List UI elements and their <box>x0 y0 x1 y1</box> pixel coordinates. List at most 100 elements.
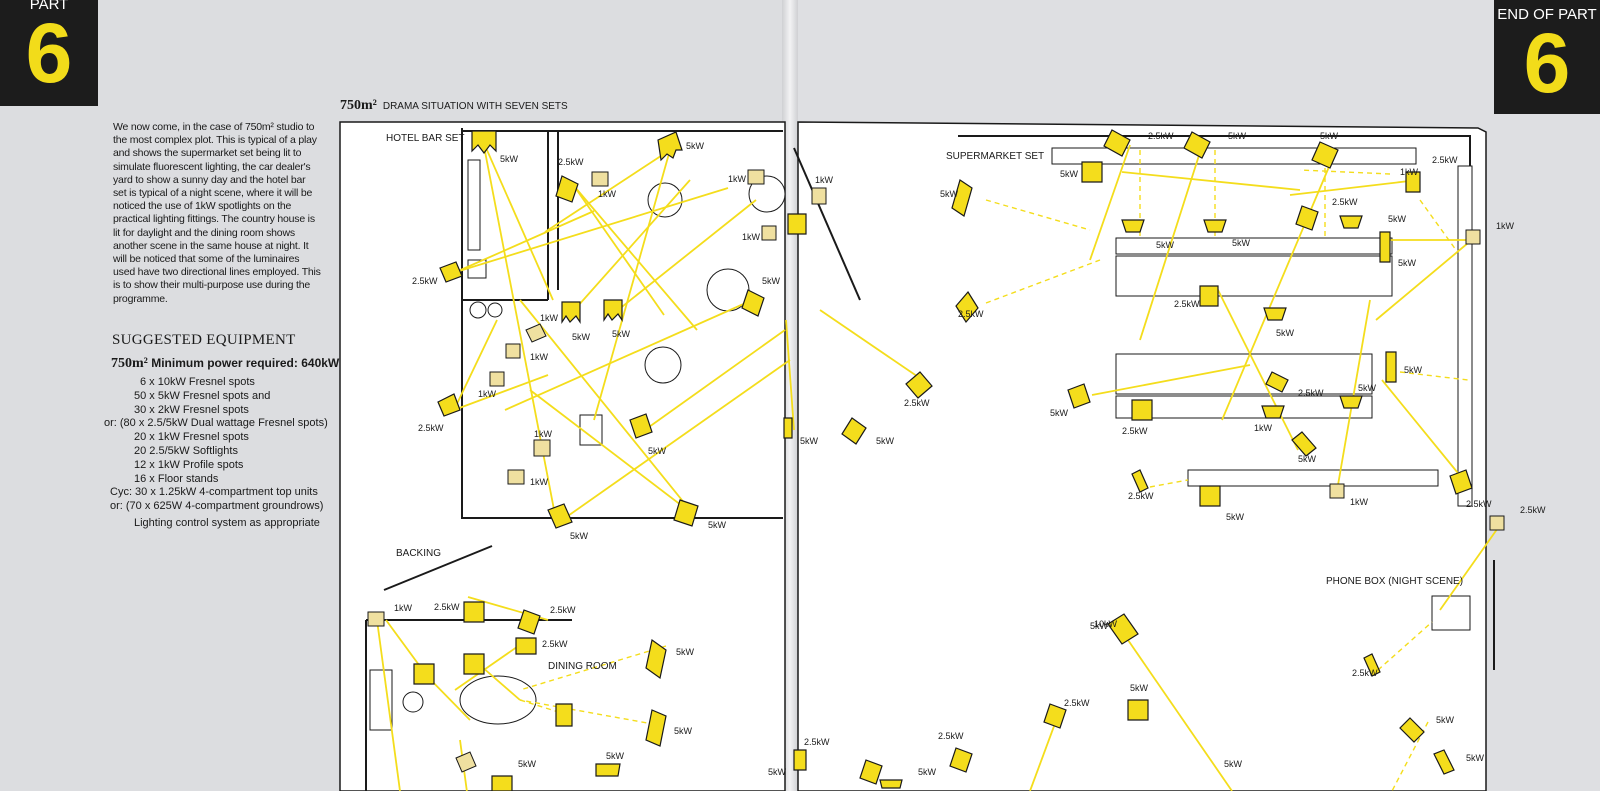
lamp-5kw <box>1385 351 1397 383</box>
lamp-2-5kw <box>1405 171 1421 193</box>
lamp-label: 2.5kW <box>1520 505 1546 515</box>
lamp-5kw <box>1339 215 1363 229</box>
lamp-label: 5kW <box>708 520 727 530</box>
lamp-label: 2.5kW <box>412 276 438 286</box>
lamp-label: 5kW <box>500 154 519 164</box>
lamp-5kw <box>1339 395 1363 409</box>
lamp-2-5kw <box>905 371 933 399</box>
lamp-label: 1kW <box>478 389 497 399</box>
part-label: PART <box>29 0 69 13</box>
diagram-area: 750m² <box>340 98 377 113</box>
lamp-5kw <box>1379 231 1391 263</box>
lamp-label: 2.5kW <box>1332 197 1358 207</box>
book-gutter <box>782 0 798 791</box>
lamp-label: 5kW <box>1156 240 1175 250</box>
lamp-2-5kw <box>517 609 541 635</box>
lamp-5kw <box>787 213 807 235</box>
lamp-label: 2.5kW <box>1128 491 1154 501</box>
equipment-item: 50 x 5kW Fresnel spots and <box>134 389 271 402</box>
lamp-label: 1kW <box>742 232 761 242</box>
lamp-5kw <box>471 130 497 154</box>
lamp-2-5kw <box>555 175 579 203</box>
lamp-label: 5kW <box>1090 621 1109 631</box>
lamp-10kw <box>1107 613 1139 645</box>
lamp-label: 5kW <box>572 332 591 342</box>
equipment-item: Cyc: 30 x 1.25kW 4-compartment top units <box>110 486 318 499</box>
lamp-1kw <box>591 171 609 187</box>
lamp-1kw <box>761 225 777 241</box>
part-number: 6 <box>25 6 73 100</box>
lamp-5kw <box>1291 431 1317 457</box>
lamp-label: 2.5kW <box>1064 698 1090 708</box>
lamp-1kw <box>1465 229 1481 245</box>
lamp-2-5kw <box>515 637 537 655</box>
lamp-label: 5kW <box>1060 169 1079 179</box>
lamp-label: 5kW <box>676 647 695 657</box>
equipment-item: 12 x 1kW Profile spots <box>134 458 244 471</box>
lamp-label: 5kW <box>762 276 781 286</box>
lamp-label: 5kW <box>1388 214 1407 224</box>
lamp-label: 2.5kW <box>904 398 930 408</box>
lamp-5kw <box>547 503 573 529</box>
lamp-label: 5kW <box>1226 512 1245 522</box>
lamp-5kw <box>955 290 979 324</box>
lamp-5kw <box>1121 219 1145 233</box>
lamp-5kw <box>1183 131 1211 159</box>
lamp-1kw <box>489 371 505 387</box>
lamp-label: 5kW <box>1466 753 1485 763</box>
lamp-5kw <box>1131 399 1153 421</box>
lamp-5kw <box>1067 383 1091 409</box>
equipment-item: 6 x 10kW Fresnel spots <box>140 376 255 388</box>
lamp-5kw <box>1263 307 1287 321</box>
set-label-hotel-bar: HOTEL BAR SET <box>386 133 465 144</box>
lamp-label: 5kW <box>1398 258 1417 268</box>
lamp-1kw <box>1329 483 1345 499</box>
lamp-5kw <box>629 413 653 439</box>
lamp-1kw <box>533 439 551 457</box>
lamp-2-5kw <box>1295 205 1319 231</box>
lamp-5kw <box>491 775 513 791</box>
equipment-item: Lighting control system as appropriate <box>134 516 320 529</box>
hotel-bar-walls <box>461 128 786 519</box>
set-label-dining-room: DINING ROOM <box>548 661 617 672</box>
lamp-label: 5kW <box>768 767 787 777</box>
lamp-label: 2.5kW <box>1148 131 1174 141</box>
lamp-label: 5kW <box>1436 715 1455 725</box>
lamp-2-5kw <box>463 653 485 675</box>
lamp-label: 5kW <box>1404 365 1423 375</box>
lamp-2-5kw <box>1265 371 1289 393</box>
lamp-label: 1kW <box>1350 497 1369 507</box>
lamp-label: 5kW <box>800 436 819 446</box>
lamp-label: 5kW <box>1298 454 1317 464</box>
lamp-1kw <box>505 343 521 359</box>
lamp-5kw <box>673 499 699 527</box>
lamp-label: 1kW <box>534 429 553 439</box>
lamp-label: 5kW <box>876 436 895 446</box>
lamp-label: 2.5kW <box>542 639 568 649</box>
equipment-heading: SUGGESTED EQUIPMENT <box>112 332 296 348</box>
lamp-label: 1kW <box>1400 167 1419 177</box>
lamp-label: 2.5kW <box>1298 388 1324 398</box>
lamp-5kw <box>1399 717 1425 743</box>
lamp-1kw <box>507 469 525 485</box>
diagram-title: DRAMA SITUATION WITH SEVEN SETS <box>382 101 568 112</box>
intro-paragraph: We now come, in the case of 750m² studio… <box>113 121 321 305</box>
equipment-item: 30 x 2kW Fresnel spots <box>134 403 249 416</box>
luminaires <box>367 129 1505 791</box>
lamp-1kw <box>811 187 827 205</box>
lamp-2-5kw <box>1363 653 1381 677</box>
lamp-2-5kw <box>463 601 485 623</box>
end-of-part-badge: END OF PART 6 <box>1494 0 1600 114</box>
lamp-1kw <box>1489 515 1505 531</box>
lamp-2-5kw <box>413 663 435 685</box>
lamp-label: 5kW <box>1320 131 1339 141</box>
lamp-5kw <box>1261 405 1285 419</box>
equipment-item: 20 2.5/5kW Softlights <box>134 444 238 457</box>
lamp-2-5kw <box>859 759 883 785</box>
lamp-label: 5kW <box>1050 408 1069 418</box>
lamp-label: 5kW <box>518 759 537 769</box>
lamp-1kw <box>367 611 385 627</box>
lamp-label: 1kW <box>1496 221 1515 231</box>
lamp-label: 2.5kW <box>1432 155 1458 165</box>
lamp-label: 5kW <box>1232 238 1251 248</box>
